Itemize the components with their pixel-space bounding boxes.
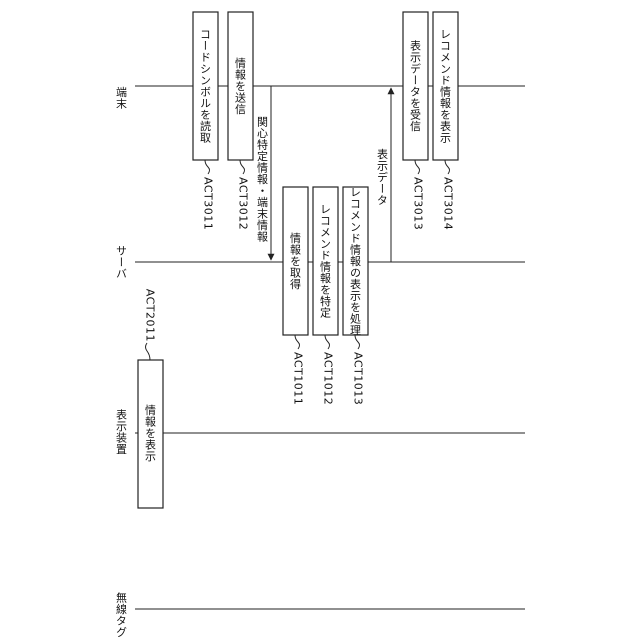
lane-label-display: 表示装置 (116, 409, 127, 455)
act3012-label: 情報を送信 (235, 57, 246, 115)
act3014-label: レコメンド情報を表示 (440, 29, 451, 144)
lane-label-tag: 無線タグ (116, 592, 127, 638)
act3012-connector (240, 160, 245, 174)
message-to-server-label: 関心特定情報・端末情報 (257, 116, 268, 243)
act2011-label: 情報を表示 (145, 404, 156, 462)
act3013-code: ACT3013 (413, 177, 424, 230)
act1013-code: ACT1013 (353, 352, 364, 405)
act2011-code: ACT2011 (145, 289, 156, 342)
act2011-connector (146, 343, 151, 360)
message-to-terminal-label: 表示データ (377, 149, 388, 207)
lane-label-server: サーバ (116, 245, 127, 280)
act3011-code: ACT3011 (203, 177, 214, 230)
act3013-label: 表示データを受信 (410, 40, 421, 132)
act3014-code: ACT3014 (443, 177, 454, 230)
act1013-connector (355, 335, 360, 349)
act1012-connector (325, 335, 330, 349)
lane-label-terminal: 端末 (116, 87, 127, 110)
act1011-connector (295, 335, 300, 349)
act1011-code: ACT1011 (293, 352, 304, 405)
act1012-label: レコメンド情報を特定 (320, 204, 331, 319)
act3012-code: ACT3012 (238, 177, 249, 230)
act3011-connector (205, 160, 210, 174)
act1011-label: 情報を取得 (290, 232, 301, 290)
act3011-label: コードシンボルを読取 (200, 29, 211, 144)
act1013-label: レコメンド情報の表示を処理 (350, 186, 361, 336)
act3014-connector (445, 160, 450, 174)
act1012-code: ACT1012 (323, 352, 334, 405)
act3013-connector (415, 160, 420, 174)
